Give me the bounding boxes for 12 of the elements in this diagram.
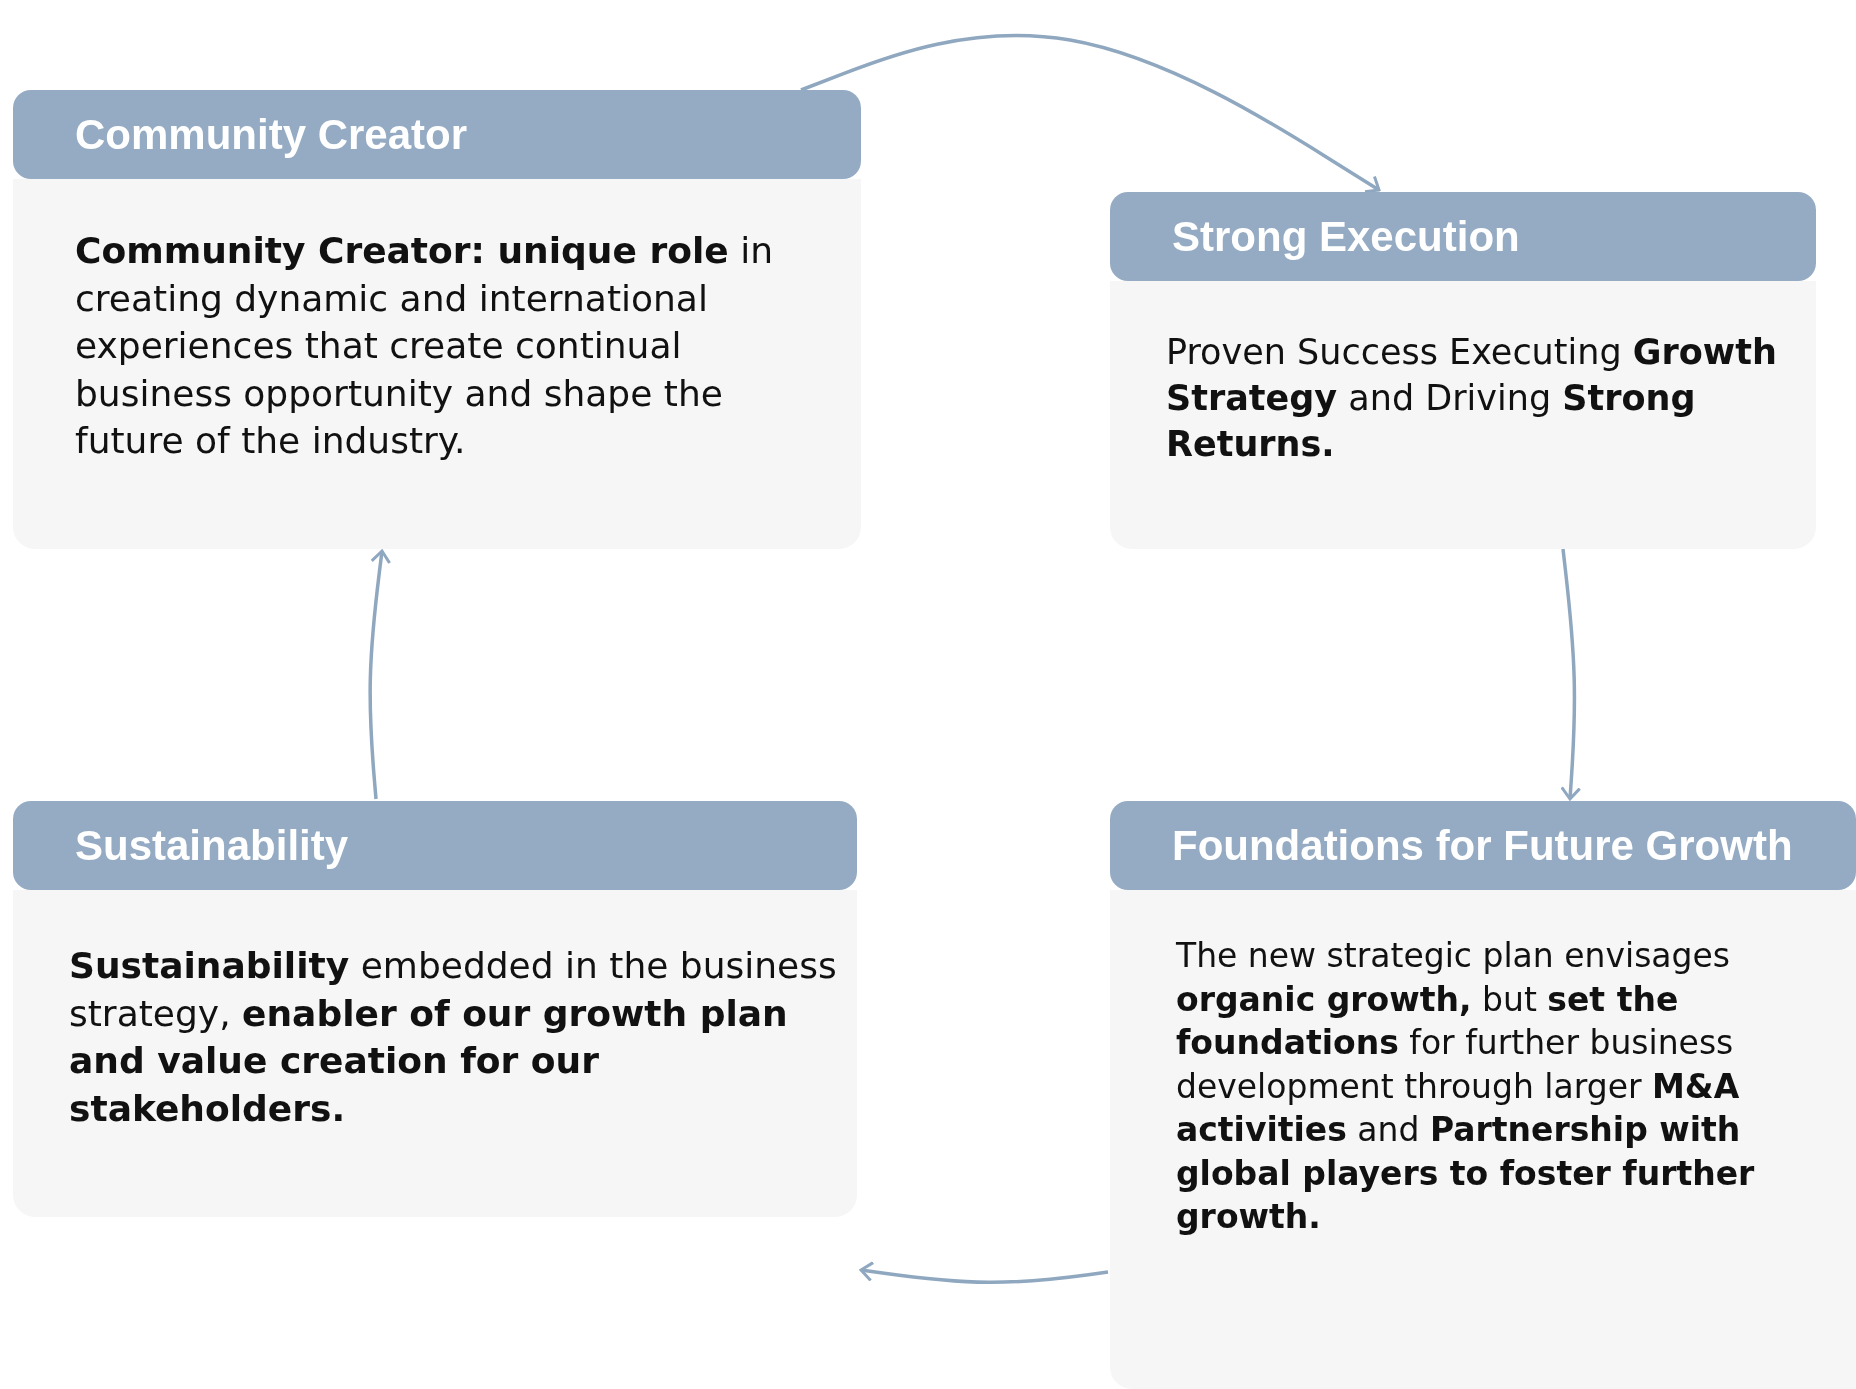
- card-body: Community Creator: unique role in creating dynamic and international experiences that create continual business opportunity and shape the future of the industry.: [13, 179, 861, 549]
- curved-arrow: [800, 33, 1381, 194]
- card-header: Strong Execution: [1110, 192, 1816, 281]
- card-header: Sustainability: [13, 801, 857, 890]
- card-body: Proven Success Executing Growth Strategy and Driving Strong Returns.: [1110, 281, 1816, 549]
- card-header: Community Creator: [13, 90, 861, 179]
- curved-arrow: [368, 549, 392, 800]
- card-body: Sustainability embedded in the business strategy, enabler of our growth plan and value creation for our stakeholders.: [13, 890, 857, 1217]
- curved-arrow: [859, 1261, 1109, 1285]
- curved-arrow: [1560, 548, 1582, 801]
- card-body: The new strategic plan envisages organic growth, but set the foundations for further business development through larger M&A activities and Partnership with global players to foster further growth.: [1110, 890, 1856, 1389]
- card-header: Foundations for Future Growth: [1110, 801, 1856, 890]
